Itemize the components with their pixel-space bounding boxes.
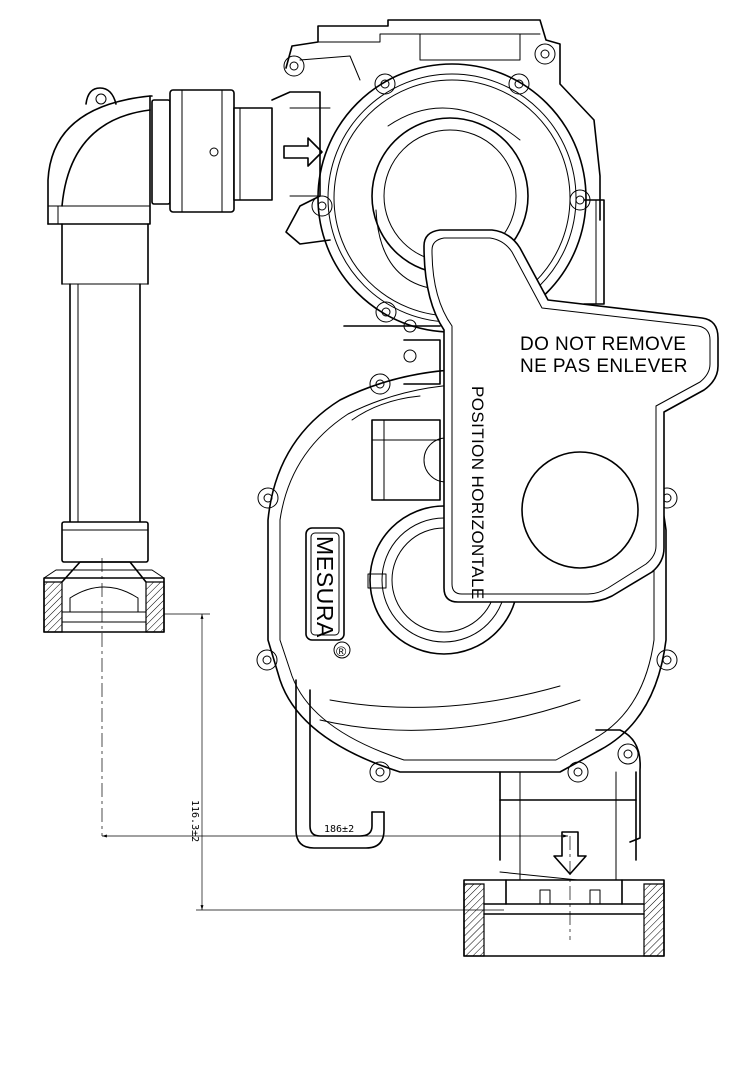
horizontal-dimension-label: 186±2	[324, 824, 354, 835]
outlet-fitting	[463, 729, 665, 957]
inlet-flow-arrow	[283, 137, 323, 167]
ne-pas-enlever-label: NE PAS ENLEVER	[520, 356, 688, 377]
dimension-lines: 116.3±2 186±2	[101, 558, 571, 940]
registered-mark: ®	[336, 643, 347, 659]
position-horizontale-label: POSITION HORIZONTALE	[468, 386, 487, 600]
inlet-pipe	[43, 87, 273, 633]
brand-label: MESURA	[312, 536, 338, 638]
vertical-dimension-label: 116.3±2	[189, 800, 200, 842]
do-not-remove-label: DO NOT REMOVE	[520, 334, 686, 355]
warning-tag: DO NOT REMOVE NE PAS ENLEVER POSITION HO…	[423, 229, 719, 603]
brand-plate: MESURA ®	[305, 527, 351, 659]
